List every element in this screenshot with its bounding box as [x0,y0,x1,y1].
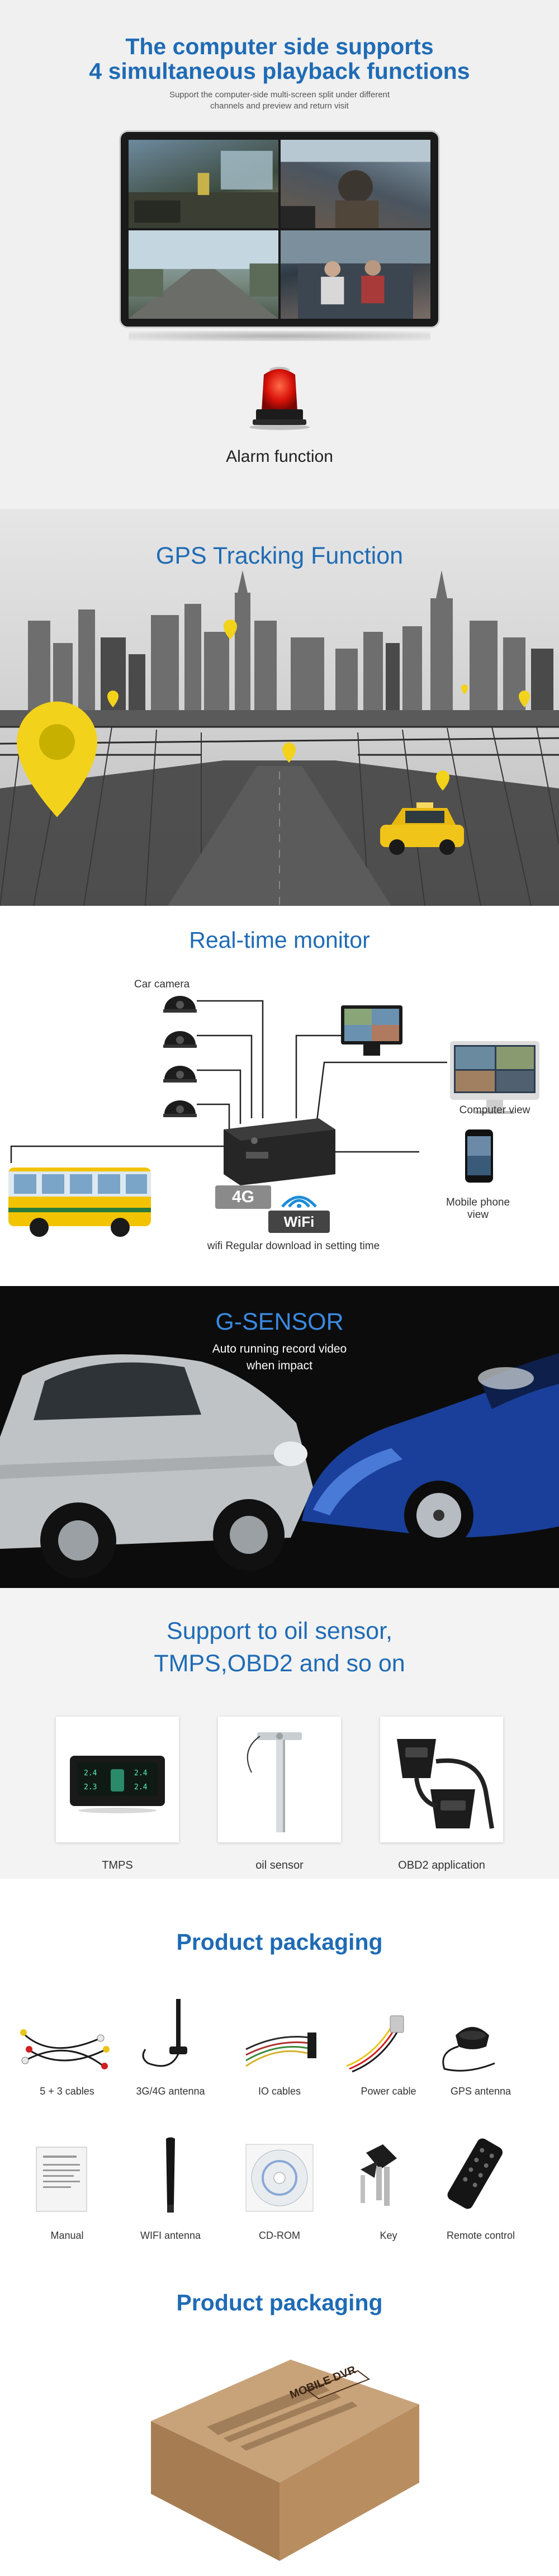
obd2-card [380,1717,503,1842]
sensor-title-line1: Support to oil sensor, [167,1618,392,1644]
blue-car [302,1353,559,1550]
tpms-card: 2.4 2.4 2.3 2.4 [56,1717,179,1842]
car-camera-label: Car camera [134,979,190,990]
taxi-car [380,802,464,855]
wifi-download-note: wifi Regular download in setting time [207,1240,380,1252]
alarm-function-label: Alarm function [226,447,333,466]
badge-4g: 4G [215,1185,271,1209]
sensor-support-section: Support to oil sensor, TMPS,OBD2 and so … [0,1588,559,1879]
pack-item-label-4: GPS antenna [450,2086,511,2097]
camera-view-2 [281,140,430,228]
sensor-support-title: Support to oil sensor, TMPS,OBD2 and so … [0,1615,559,1680]
mobile-dvr-device [224,1118,335,1185]
camera-view-4 [281,230,430,319]
playback-subtitle-line1: Support the computer-side multi-screen s… [169,90,390,100]
pack-item-label-5: Manual [50,2230,84,2241]
camera-view-3 [129,230,278,319]
gsensor-subtitle-line2: when impact [247,1359,312,1372]
pack-item-label-0: 5 + 3 cables [40,2086,94,2097]
location-pin-icons [17,620,530,817]
gps-section: GPS Tracking Function [0,509,559,906]
playback-monitor [119,130,440,328]
gsensor-subtitle-line1: Auto running record video [212,1343,347,1355]
gps-antenna-icon [433,2002,511,2077]
packaging-section: Product packaging [0,1879,559,2576]
realtime-section: Real-time monitor [0,906,559,1286]
gsensor-subtitle: Auto running record video when impact [0,1341,559,1374]
packaging-title-2: Product packaging [176,2290,383,2315]
tpms-label: TMPS [102,1859,133,1871]
svg-text:2.3: 2.3 [84,1783,97,1792]
pack-item-label-8: Key [380,2230,397,2241]
packaging-title: Product packaging [176,1929,383,1955]
realtime-diagram [8,996,539,1237]
pack-item-label-2: IO cables [258,2086,301,2097]
manual-icon [31,2142,92,2214]
obd2-connector-icon [397,1739,494,1829]
3g-4g-antenna-icon [137,1993,204,2077]
remote-control-icon [442,2133,509,2214]
gsensor-section: G-SENSOR Auto running record video when … [0,1286,559,1588]
small-monitor-icon [341,1005,402,1056]
realtime-title: Real-time monitor [189,927,370,953]
io-cables-icon [240,2016,319,2077]
car-camera-icons [163,996,197,1117]
oil-sensor-card [218,1717,341,1842]
pack-item-label-7: CD-ROM [259,2230,300,2241]
svg-text:2.4: 2.4 [84,1769,97,1778]
cd-rom-icon [243,2142,316,2214]
wifi-signal-icon [277,1191,321,1208]
bus-icon [8,1168,151,1237]
computer-icon [450,1041,539,1114]
gsensor-cars-illustration [0,1353,559,1578]
gps-city-illustration [0,509,559,906]
mobile-view-label: Mobile phone view [430,1197,525,1221]
pack-item-label-6: WIFI antenna [140,2230,201,2241]
oil-sensor-icon [247,1732,302,1832]
monitor-shadow [129,331,430,341]
wifi-antenna-icon [148,2133,193,2214]
playback-title-line1: The computer side supports [125,34,434,59]
cables-5-3-icon [17,2016,112,2077]
pack-item-label-1: 3G/4G antenna [136,2086,205,2097]
computer-view-label: Computer view [459,1104,530,1116]
svg-text:2.4: 2.4 [134,1783,148,1792]
playback-subtitle-line2: channels and preview and return visit [210,101,349,111]
pack-item-label-3: Power cable [361,2086,416,2097]
camera-view-1 [129,140,278,228]
obd2-label: OBD2 application [398,1859,485,1871]
key-icon [349,2136,411,2214]
playback-subtitle: Support the computer-side multi-screen s… [0,89,559,112]
playback-section: The computer side supports 4 simultaneou… [0,0,559,509]
oil-sensor-label: oil sensor [255,1859,304,1871]
mobile-view-line2: view [467,1209,489,1221]
alarm-light-icon [239,358,320,431]
playback-title-line2: 4 simultaneous playback functions [89,58,470,84]
mobile-phone-icon [465,1129,493,1183]
silver-car [0,1354,313,1578]
gps-title: GPS Tracking Function [155,542,404,569]
power-cable-icon [341,2005,414,2077]
mobile-view-line1: Mobile phone [446,1197,510,1208]
mobile-dvr-box: MOBILE DVR [140,2337,430,2572]
svg-text:2.4: 2.4 [134,1769,148,1778]
sensor-title-line2: TMPS,OBD2 and so on [154,1650,405,1677]
gsensor-title: G-SENSOR [215,1308,344,1335]
tpms-monitor-icon: 2.4 2.4 2.3 2.4 [70,1756,165,1813]
badge-wifi: WiFi [268,1211,330,1233]
pack-item-label-9: Remote control [446,2230,515,2241]
